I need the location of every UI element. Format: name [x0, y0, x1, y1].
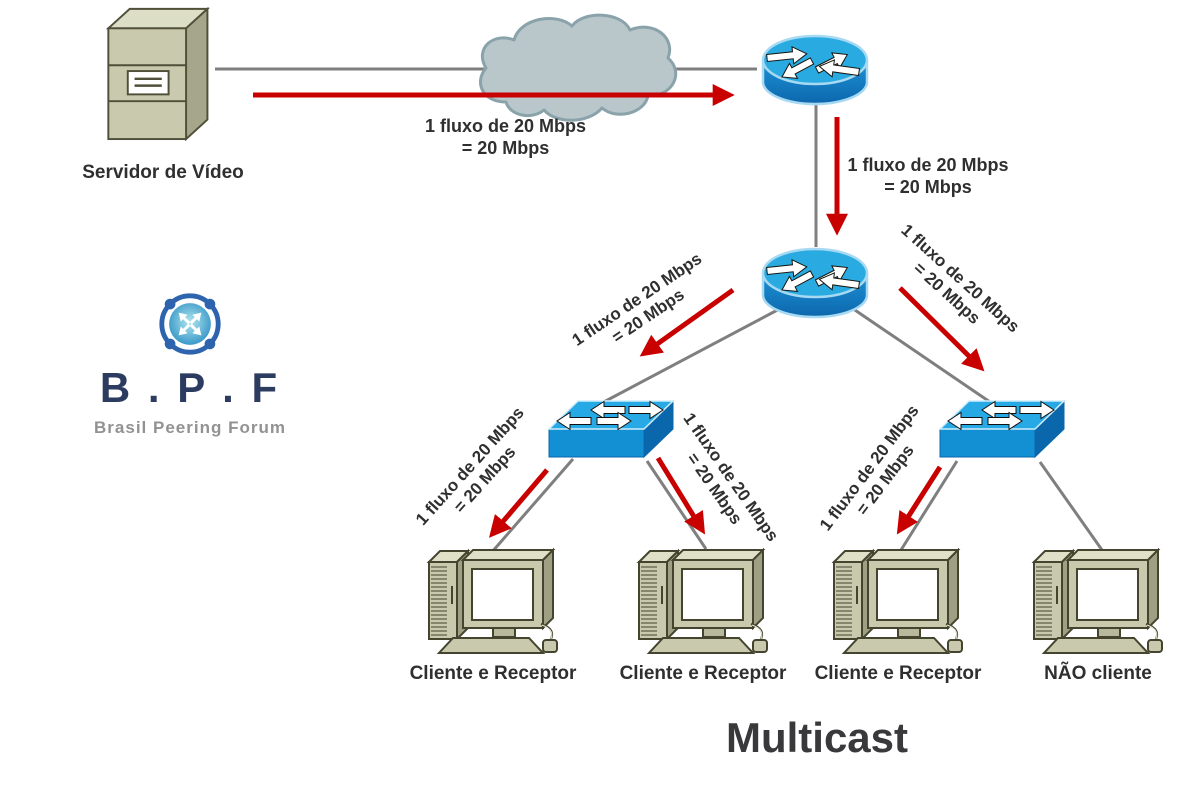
video-server-icon [93, 5, 215, 141]
link-right-switch-client4 [1038, 461, 1104, 551]
computer-icon-client3 [828, 546, 968, 664]
bpf-acronym: B . P . F [99, 364, 281, 411]
distribution-router-icon [755, 245, 875, 323]
flow-label-left-switch-client1: 1 fluxo de 20 Mbps = 20 Mbps [406, 397, 550, 551]
flow-label-line2: = 20 Mbps [450, 442, 520, 517]
computer-icon-client4 [1028, 546, 1168, 664]
flow-label-line2: = 20 Mbps [884, 176, 972, 197]
client3-label: Cliente e Receptor [814, 663, 982, 684]
right-switch-icon [936, 398, 1068, 462]
bpf-logo-icon [155, 289, 225, 359]
flow-label-left-switch-client2: 1 fluxo de 20 Mbps = 20 Mbps [657, 402, 788, 565]
flow-label-line1: 1 fluxo de 20 Mbps [897, 220, 1024, 337]
flow-label-line1: 1 fluxo de 20 Mbps [424, 116, 587, 136]
server-label: Servidor de Vídeo [82, 162, 244, 183]
flow-label-line2: = 20 Mbps [909, 258, 984, 329]
flow-label-server-core: 1 fluxo de 20 Mbps = 20 Mbps [413, 116, 598, 159]
flow-label-line1: 1 fluxo de 20 Mbps [847, 155, 1009, 175]
flow-label-distribution-right-switch: 1 fluxo de 20 Mbps = 20 Mbps [876, 214, 1030, 358]
bpf-name: Brasil Peering Forum [94, 418, 286, 437]
computer-icon-client1 [423, 546, 563, 664]
client4-label: NÃO cliente [1044, 663, 1152, 684]
diagram-title: Multicast [725, 714, 909, 761]
flow-arrow-right-switch-client3 [896, 465, 943, 535]
flow-label-distribution-left-switch: 1 fluxo de 20 Mbps = 20 Mbps [561, 244, 725, 373]
flow-label-line1: 1 fluxo de 20 Mbps [815, 401, 923, 535]
flow-label-core-distribution: 1 fluxo de 20 Mbps = 20 Mbps [838, 155, 1018, 198]
flow-label-right-switch-client3: 1 fluxo de 20 Mbps = 20 Mbps [811, 394, 946, 554]
flow-arrow-left-switch-client1 [488, 468, 549, 538]
flow-label-line2: = 20 Mbps [461, 137, 550, 158]
left-switch-icon [545, 398, 677, 462]
flow-label-line1: 1 fluxo de 20 Mbps [411, 403, 528, 529]
core-router-icon [755, 32, 875, 110]
client2-label: Cliente e Receptor [619, 663, 787, 684]
computer-icon-client2 [633, 546, 773, 664]
client1-label: Cliente e Receptor [409, 663, 577, 684]
link-right-switch-client3 [899, 460, 959, 551]
